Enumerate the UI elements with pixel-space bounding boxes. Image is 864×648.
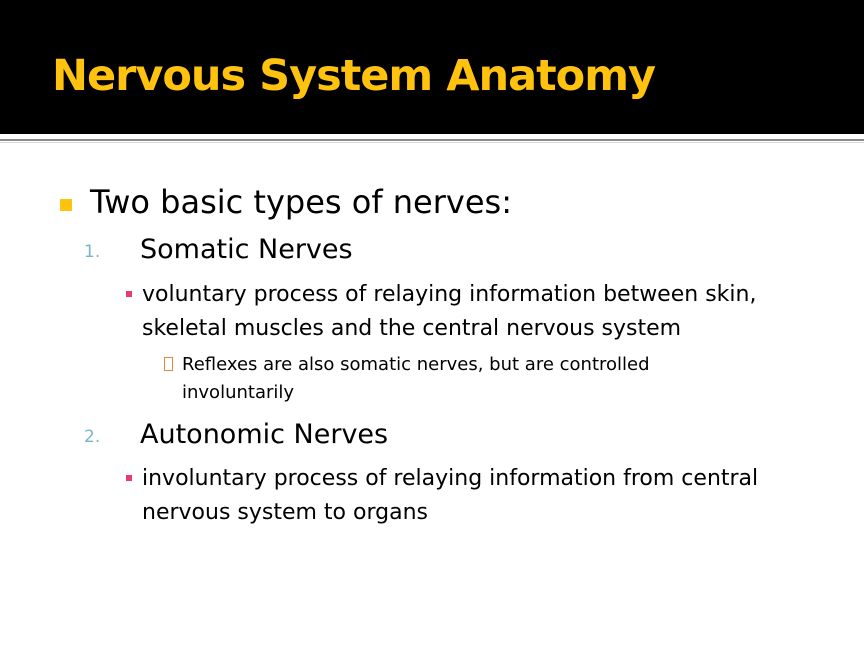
autonomic-detail-text: involuntary process of relaying informat… [142, 466, 759, 525]
somatic-detail-text: voluntary process of relaying informatio… [142, 282, 757, 341]
numbered-item-autonomic: 2. Autonomic Nerves [84, 417, 784, 453]
slide-title: Nervous System Anatomy [52, 51, 656, 101]
title-bar [0, 0, 864, 134]
item-heading: Somatic Nerves [140, 234, 353, 265]
main-bullet-text: Two basic types of nerves: [90, 183, 512, 221]
placeholder-glyph-icon [164, 357, 173, 371]
item-heading: Autonomic Nerves [140, 419, 389, 450]
main-bullet: Two basic types of nerves: [52, 180, 832, 224]
numbered-item-somatic: 1. Somatic Nerves [84, 232, 784, 268]
item-number: 2. [84, 427, 101, 447]
somatic-sub-detail-text: Reflexes are also somatic nerves, but ar… [182, 354, 650, 403]
title-divider [0, 139, 864, 141]
pink-square-bullet-icon [126, 291, 132, 297]
pink-square-bullet-icon [126, 475, 132, 481]
item-number: 1. [84, 242, 101, 262]
title-divider-shadow [0, 142, 864, 143]
square-bullet-icon [60, 199, 72, 211]
